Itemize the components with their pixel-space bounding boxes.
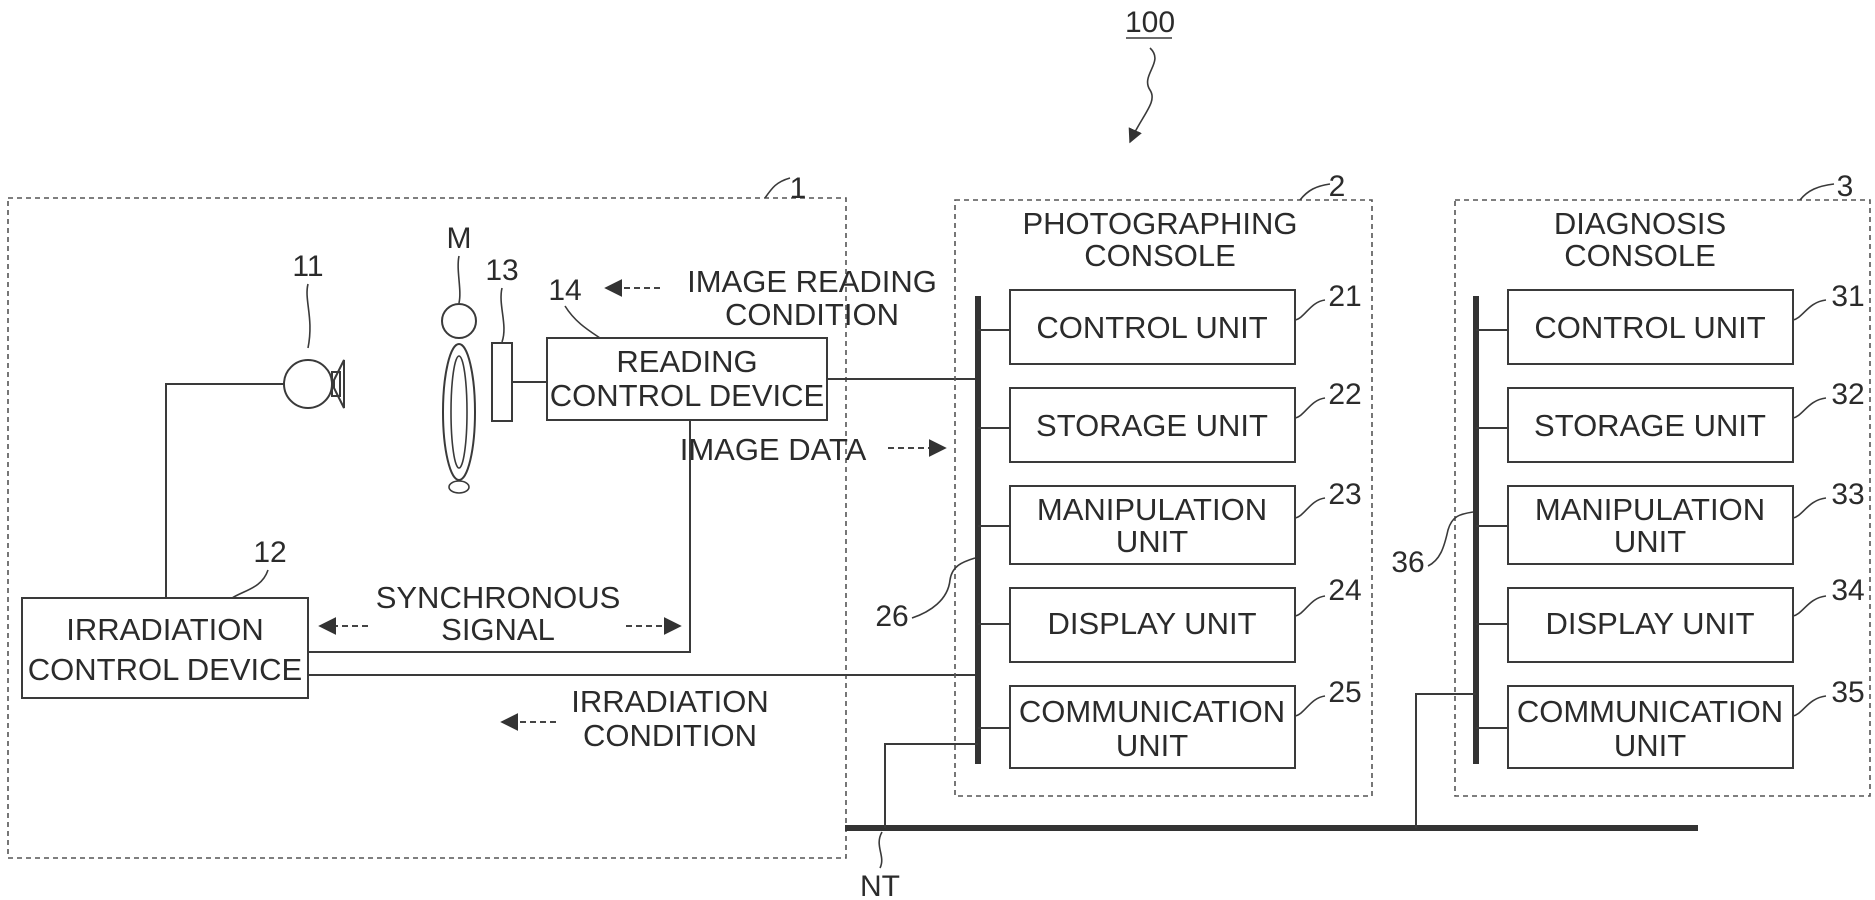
unit-line1: STORAGE UNIT: [1534, 408, 1766, 443]
photographing-console-bus-ref: 26: [875, 600, 908, 633]
unit-line2: UNIT: [1116, 728, 1188, 763]
unit-ref: 23: [1328, 478, 1361, 511]
diagnosis-console-title1: DIAGNOSIS: [1554, 206, 1726, 241]
unit-line1: CONTROL UNIT: [1534, 310, 1765, 345]
diagnosis-unit-control: CONTROL UNIT 31: [1476, 280, 1865, 364]
unit-line1: COMMUNICATION: [1019, 694, 1285, 729]
irradiation-control-device-ref: 12: [253, 536, 286, 569]
xray-source-icon: [284, 360, 344, 408]
unit-line2: UNIT: [1614, 728, 1686, 763]
photographing-unit-display: DISPLAY UNIT 24: [978, 574, 1362, 662]
network-leader: [879, 832, 882, 868]
imaging-apparatus-ref: 1: [790, 172, 807, 205]
unit-ref: 25: [1328, 676, 1361, 709]
system-ref-arrow: [1130, 48, 1155, 142]
irradiation-control-device-line1: IRRADIATION: [66, 612, 264, 647]
subject-leader: [458, 256, 460, 303]
xray-source-leader: [307, 284, 310, 348]
irradiation-condition-line2: CONDITION: [583, 718, 757, 753]
unit-ref: 34: [1831, 574, 1864, 607]
unit-line1: MANIPULATION: [1535, 492, 1765, 527]
irradiation-condition-line1: IRRADIATION: [571, 684, 769, 719]
unit-ref: 35: [1831, 676, 1864, 709]
diagnosis-console-title2: CONSOLE: [1564, 238, 1716, 273]
irradiation-control-device-leader: [232, 570, 268, 598]
unit-ref: 32: [1831, 378, 1864, 411]
diagnosis-unit-storage: STORAGE UNIT 32: [1476, 378, 1865, 462]
diagnosis-console-ref: 3: [1837, 170, 1854, 203]
diagnosis-unit-manipulation: MANIPULATION UNIT 33: [1476, 478, 1865, 564]
photographing-console-bus-leader: [912, 558, 975, 618]
reading-control-device-ref: 14: [548, 274, 581, 307]
unit-ref: 21: [1328, 280, 1361, 313]
unit-ref: 24: [1328, 574, 1361, 607]
photographing-unit-control: CONTROL UNIT 21: [978, 280, 1362, 364]
system-ref-label: 100: [1125, 6, 1175, 39]
network-ref: NT: [860, 870, 900, 900]
unit-ref: 33: [1831, 478, 1864, 511]
reading-control-device-leader: [565, 306, 600, 338]
diagnosis-console-bus-leader: [1428, 512, 1473, 566]
photographing-console-title1: PHOTOGRAPHING: [1022, 206, 1297, 241]
synchronous-signal-line1: SYNCHRONOUS: [376, 580, 621, 615]
photographing-console-title2: CONSOLE: [1084, 238, 1236, 273]
photographing-console-ref: 2: [1329, 170, 1346, 203]
image-data-label: IMAGE DATA: [680, 432, 867, 467]
photographing-unit-communication: COMMUNICATION UNIT 25: [978, 676, 1362, 768]
reading-control-device-line1: READING: [616, 344, 757, 379]
unit-line1: DISPLAY UNIT: [1047, 606, 1256, 641]
unit-line1: MANIPULATION: [1037, 492, 1267, 527]
diagnosis-console-bus-ref: 36: [1391, 546, 1424, 579]
image-reading-condition-line2: CONDITION: [725, 297, 899, 332]
photographing-console-leader: [1300, 184, 1330, 200]
reading-control-device-line2: CONTROL DEVICE: [550, 378, 824, 413]
diagnosis-unit-communication: COMMUNICATION UNIT 35: [1476, 676, 1865, 768]
xray-source-ref: 11: [292, 250, 323, 283]
irradiation-control-device-line2: CONTROL DEVICE: [28, 652, 302, 687]
unit-line1: COMMUNICATION: [1517, 694, 1783, 729]
photographing-unit-manipulation: MANIPULATION UNIT 23: [978, 478, 1362, 564]
detector-panel: [492, 343, 512, 421]
subject-figure-icon: [442, 304, 476, 493]
unit-ref: 22: [1328, 378, 1361, 411]
detector-leader: [501, 288, 504, 342]
subject-ref: M: [447, 222, 472, 255]
image-reading-condition-line1: IMAGE READING: [687, 264, 937, 299]
unit-line2: UNIT: [1614, 524, 1686, 559]
unit-line1: DISPLAY UNIT: [1545, 606, 1754, 641]
photographing-unit-storage: STORAGE UNIT 22: [978, 378, 1362, 462]
detector-ref: 13: [485, 254, 518, 287]
diagnosis-network-connection: [1416, 694, 1476, 828]
unit-line1: CONTROL UNIT: [1036, 310, 1267, 345]
diagnosis-unit-display: DISPLAY UNIT 34: [1476, 574, 1865, 662]
unit-line1: STORAGE UNIT: [1036, 408, 1268, 443]
unit-ref: 31: [1831, 280, 1864, 313]
photographing-network-connection: [885, 744, 978, 828]
imaging-apparatus-leader: [765, 178, 790, 198]
diagnosis-console-leader: [1800, 184, 1834, 200]
synchronous-signal-line2: SIGNAL: [441, 612, 555, 647]
unit-line2: UNIT: [1116, 524, 1188, 559]
